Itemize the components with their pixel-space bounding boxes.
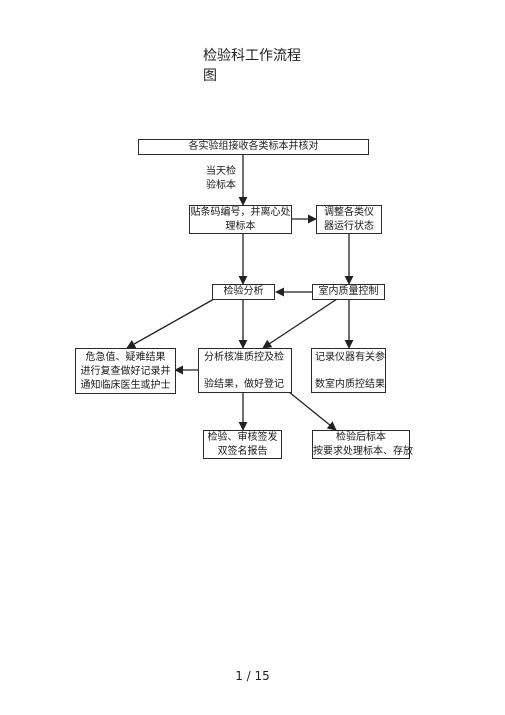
node-report-line-1: 检验、审核签发: [207, 432, 278, 443]
arrow-analysis-to-critical: [126, 298, 215, 349]
label-same-day-line-1: 当天检: [206, 166, 236, 177]
node-post-line-2: 按要求处理标本、存放: [313, 446, 413, 457]
node-critical-line-3: 通知临床医生或护士: [80, 380, 171, 391]
node-qc: 室内质量控制: [312, 284, 385, 300]
title-line-1: 检验科工作流程: [203, 48, 301, 64]
page-number: 1 / 15: [235, 669, 270, 683]
node-qc-text: 室内质量控制: [318, 286, 379, 297]
node-post-line-1: 检验后标本: [336, 432, 386, 443]
node-analysis-text: 检验分析: [223, 286, 264, 297]
node-record: 记录仪器有关参 数室内质控结果: [311, 348, 386, 393]
node-critical-line-2: 进行复查做好记录并: [80, 366, 171, 377]
node-record-line-2: 数室内质控结果: [315, 379, 385, 390]
node-critical-line-1: 危急值、疑难结果: [85, 352, 166, 363]
title-line-2: 图: [203, 68, 217, 84]
label-same-day: 当天检 验标本: [206, 165, 236, 193]
node-critical: 危急值、疑难结果 进行复查做好记录并 通知临床医生或护士: [75, 348, 176, 394]
node-verify-line-2: 验结果，做好登记: [204, 379, 284, 390]
node-verify: 分析核准质控及检 验结果，做好登记: [198, 348, 292, 393]
node-adjust-line-1: 调整各类仪: [324, 207, 374, 218]
page-title: 检验科工作流程 图: [203, 46, 313, 86]
arrow-qc-to-verify: [262, 298, 338, 349]
node-receive-text: 各实验组接收各类标本并核对: [188, 141, 319, 152]
node-post: 检验后标本 按要求处理标本、存放: [312, 430, 413, 459]
node-analysis: 检验分析: [212, 284, 275, 300]
node-barcode-line-2: 理标本: [225, 221, 256, 232]
node-report: 检验、审核签发 双签名报告: [203, 430, 282, 459]
arrow-verify-to-post: [288, 391, 337, 431]
label-same-day-line-2: 验标本: [206, 180, 236, 191]
node-receive: 各实验组接收各类标本并核对: [138, 139, 369, 155]
node-record-line-1: 记录仪器有关参: [315, 352, 385, 363]
node-adjust-line-2: 器运行状态: [324, 221, 374, 232]
node-report-line-2: 双签名报告: [217, 446, 268, 457]
node-barcode-line-1: 贴条码编号，并离心处: [190, 207, 291, 218]
node-barcode: 贴条码编号，并离心处 理标本: [189, 205, 292, 234]
node-adjust: 调整各类仪 器运行状态: [316, 205, 382, 234]
node-verify-line-1: 分析核准质控及检: [204, 352, 284, 363]
